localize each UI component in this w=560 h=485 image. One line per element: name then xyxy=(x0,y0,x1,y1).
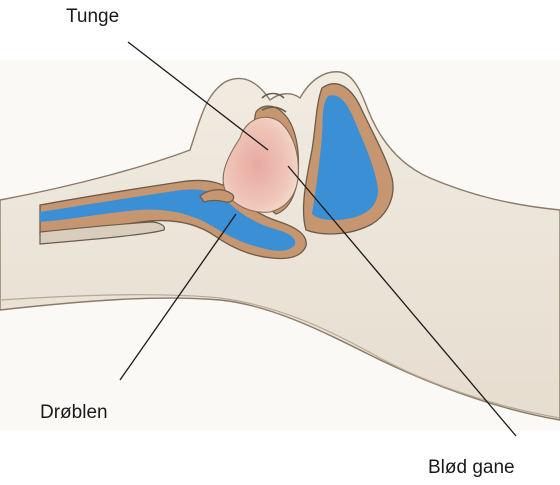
label-soft-palate: Blød gane xyxy=(428,457,515,479)
label-tongue: Tunge xyxy=(66,6,119,28)
label-uvula: Drøblen xyxy=(40,402,108,424)
